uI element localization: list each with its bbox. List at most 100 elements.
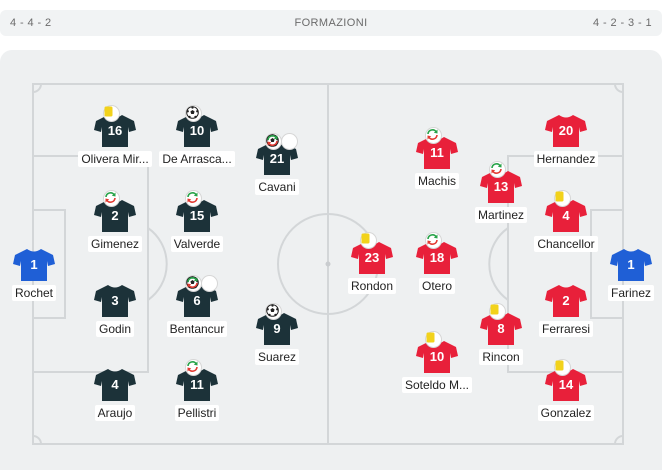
yellow-card-icon [555, 360, 570, 375]
event-badges [555, 360, 570, 375]
event-badges [426, 233, 441, 248]
player-name: Pellistri [174, 405, 220, 421]
goal-ball-icon [186, 106, 201, 121]
event-badges [555, 191, 570, 206]
shirt-icon: 1 [610, 248, 652, 282]
event-badges [186, 191, 201, 206]
shirt-icon: 21 [256, 134, 298, 176]
shirt-icon: 6 [176, 276, 218, 318]
shirt-number: 3 [111, 293, 119, 308]
player-name: Chancellor [534, 236, 598, 252]
event-badges [186, 276, 217, 291]
shirt-number: 4 [562, 208, 570, 223]
player-name: Ferraresi [538, 321, 593, 337]
formations-header: 4 - 4 - 2 FORMAZIONI 4 - 2 - 3 - 1 [0, 10, 662, 36]
player-name: De Arrasca... [159, 151, 235, 167]
player-name: Olivera Mir... [78, 151, 152, 167]
substitution-icon [426, 233, 441, 248]
shirt-number: 10 [189, 123, 205, 138]
home-player[interactable]: 10 De Arrasca... [149, 106, 245, 167]
event-badges [426, 128, 441, 143]
shirt-number: 1 [30, 257, 38, 272]
shirt-number: 15 [189, 208, 205, 223]
shirt-icon: 20 [545, 114, 587, 148]
player-name: Bentancur [166, 321, 228, 337]
event-badges [104, 191, 119, 206]
player-name: Cavani [255, 179, 299, 195]
player-name: Gimenez [87, 236, 143, 252]
shirt-number: 2 [562, 293, 570, 308]
event-badges [104, 106, 119, 121]
shirt-number: 18 [429, 250, 445, 265]
shirt-icon: 11 [416, 128, 458, 170]
event-badges [426, 332, 441, 347]
event-badges [490, 304, 505, 319]
shirt-icon: 10 [176, 106, 218, 148]
shirt-number: 21 [269, 151, 285, 166]
substitution-icon [104, 191, 119, 206]
substitution-icon [267, 134, 297, 149]
shirt-number: 4 [111, 377, 119, 392]
corner-arc-top-right [614, 83, 624, 93]
shirt-number: 9 [273, 321, 281, 336]
player-name: Machis [414, 173, 459, 189]
yellow-card-icon [490, 304, 505, 319]
substitution-icon [490, 162, 505, 177]
shirt-icon: 15 [176, 191, 218, 233]
event-badges [361, 233, 376, 248]
home-formation: 4 - 4 - 2 [10, 17, 52, 29]
player-name: Martinez [474, 207, 527, 223]
shirt-number: 2 [111, 208, 119, 223]
shirt-number: 16 [107, 123, 123, 138]
shirt-number: 23 [364, 250, 380, 265]
event-badges [266, 134, 297, 149]
corner-arc-bottom-left [32, 435, 42, 445]
shirt-icon: 4 [94, 368, 136, 402]
shirt-icon: 14 [545, 360, 587, 402]
shirt-icon: 1 [13, 248, 55, 282]
player-name: Araujo [94, 405, 136, 421]
shirt-icon: 23 [351, 233, 393, 275]
shirt-icon: 11 [176, 360, 218, 402]
player-name: Otero [418, 278, 455, 294]
shirt-icon: 9 [256, 304, 298, 346]
player-name: Rondon [347, 278, 397, 294]
player-name: Hernandez [533, 151, 599, 167]
shirt-number: 14 [558, 377, 574, 392]
event-badges [490, 162, 505, 177]
shirt-icon: 2 [94, 191, 136, 233]
home-penalty-arc [147, 227, 168, 301]
shirt-number: 8 [497, 321, 505, 336]
shirt-icon: 2 [545, 284, 587, 318]
yellow-card-icon [426, 332, 441, 347]
player-name: Valverde [170, 236, 224, 252]
yellow-card-icon [361, 233, 376, 248]
player-name: Suarez [254, 349, 300, 365]
shirt-icon: 10 [416, 332, 458, 374]
shirt-number: 11 [430, 145, 444, 160]
shirt-number: 11 [190, 377, 204, 392]
player-name: Rochet [11, 285, 57, 301]
